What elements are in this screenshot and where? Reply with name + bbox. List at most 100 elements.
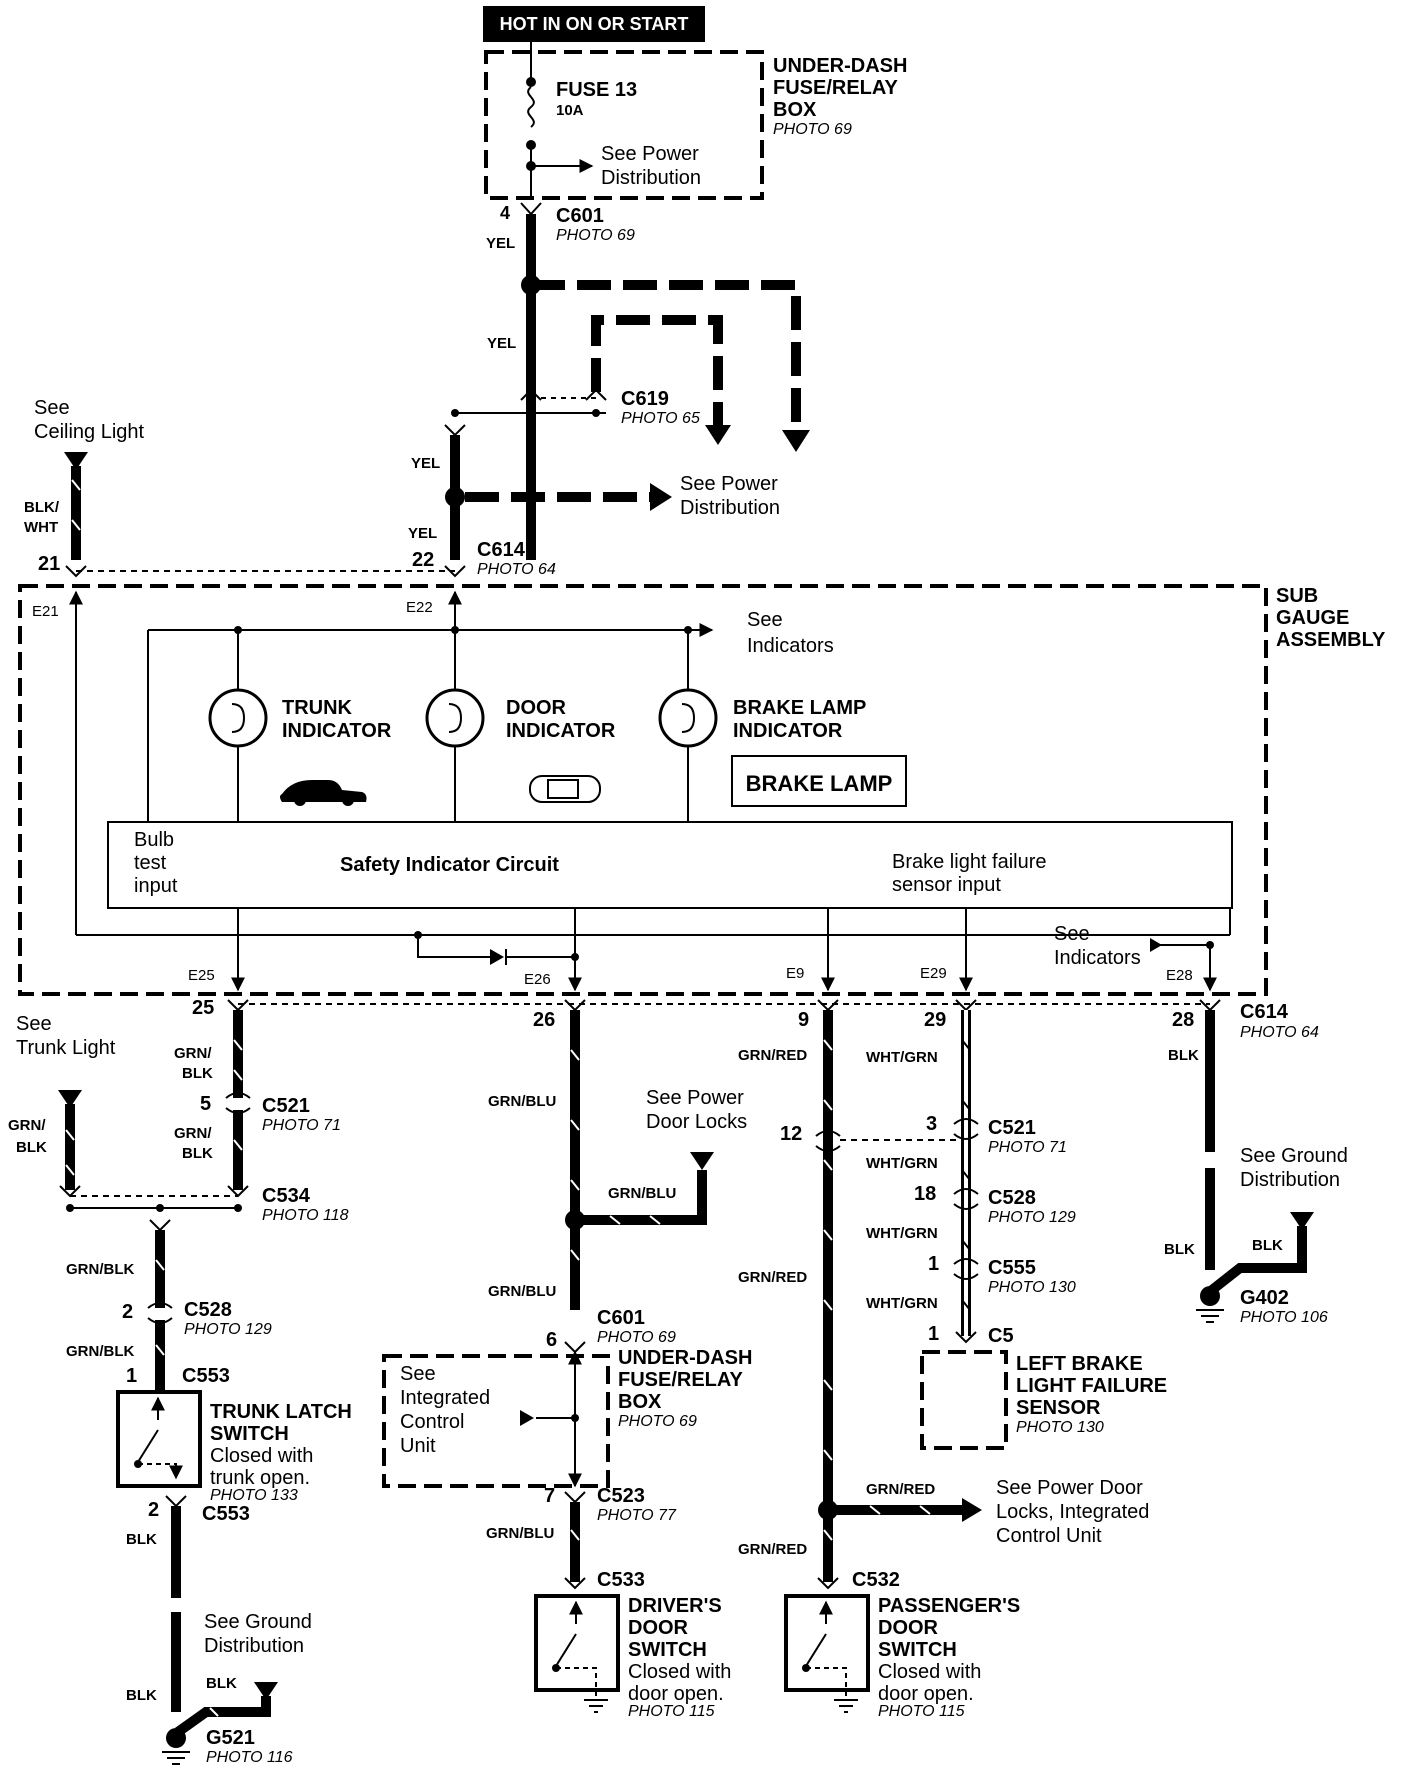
fuse-box-outline bbox=[484, 50, 764, 200]
see-indicators-text: Indicators bbox=[747, 635, 834, 657]
see-icu-text: Integrated bbox=[400, 1387, 490, 1409]
see-power-text: See Power bbox=[601, 143, 699, 165]
terminal-label: E9 bbox=[786, 965, 804, 982]
switch-desc: door open. bbox=[878, 1683, 974, 1705]
wire-color: BLK bbox=[16, 1139, 47, 1156]
terminal-label: E22 bbox=[406, 599, 433, 616]
indicator-label: DOOR bbox=[506, 697, 567, 719]
fuse-box-title: BOX bbox=[618, 1391, 662, 1413]
fuse-box-title: UNDER-DASH bbox=[773, 55, 907, 77]
pin-number: 5 bbox=[200, 1093, 211, 1115]
switch-desc: Closed with bbox=[210, 1445, 313, 1467]
switch-desc: Closed with bbox=[628, 1661, 731, 1683]
photo-ref: PHOTO 130 bbox=[988, 1279, 1076, 1296]
wire-color: WHT/GRN bbox=[866, 1049, 938, 1066]
fuse-box-title: UNDER-DASH bbox=[618, 1347, 752, 1369]
see-power-locks-text: Locks, Integrated bbox=[996, 1501, 1149, 1523]
pin-number: 1 bbox=[126, 1365, 137, 1387]
assembly-title: GAUGE bbox=[1276, 607, 1349, 629]
wire-color: BLK bbox=[126, 1531, 157, 1548]
wire-color: YEL bbox=[411, 455, 440, 472]
connector-label: C521 bbox=[262, 1095, 310, 1117]
ground-g402-circuit: BLK See Ground Distribution BLK BLK G402… bbox=[1164, 1010, 1348, 1326]
switch-desc: Closed with bbox=[878, 1661, 981, 1683]
photo-ref: PHOTO 106 bbox=[1240, 1309, 1328, 1326]
driver-door-circuit: GRN/BLU See Power Door Locks GRN/BLU GRN… bbox=[382, 1010, 752, 1720]
car-door-icon bbox=[529, 775, 601, 803]
connector-label: C523 bbox=[597, 1485, 645, 1507]
photo-ref: PHOTO 64 bbox=[477, 561, 556, 578]
connector-label: C601 bbox=[556, 205, 604, 227]
brake-lamp-box bbox=[731, 755, 907, 807]
brake-sensor-circuit: WHT/GRN 3 C521 PHOTO 71 WHT/GRN 18 C528 … bbox=[866, 1010, 1167, 1450]
wire-color: BLK bbox=[1252, 1237, 1283, 1254]
wire-color: GRN/BLU bbox=[608, 1185, 676, 1202]
bulb-icon bbox=[208, 688, 268, 748]
wire-color: GRN/BLK bbox=[66, 1343, 134, 1360]
pin-number: 1 bbox=[928, 1253, 939, 1275]
circuit-text: sensor input bbox=[892, 874, 1001, 896]
wire-color: BLK/ bbox=[24, 499, 60, 516]
terminal-label: E25 bbox=[188, 967, 215, 984]
see-power-text: Distribution bbox=[680, 497, 780, 519]
indicator-label: INDICATOR bbox=[733, 720, 843, 742]
ground-label: G402 bbox=[1240, 1287, 1289, 1309]
wire-color: GRN/RED bbox=[738, 1047, 807, 1064]
wire-color: GRN/BLU bbox=[486, 1525, 554, 1542]
fuse-box-title: BOX bbox=[773, 99, 817, 121]
terminal-label: E29 bbox=[920, 965, 947, 982]
see-ceiling-text: See bbox=[34, 397, 70, 419]
bulb-icon bbox=[658, 688, 718, 748]
sensor-title: LIGHT FAILURE bbox=[1016, 1375, 1167, 1397]
switch-title: DOOR bbox=[878, 1617, 939, 1639]
switch-title: DOOR bbox=[628, 1617, 689, 1639]
ground-point bbox=[166, 1728, 186, 1748]
photo-ref: PHOTO 115 bbox=[878, 1703, 965, 1720]
photo-ref: PHOTO 69 bbox=[597, 1329, 676, 1346]
switch-title: SWITCH bbox=[210, 1423, 289, 1445]
fuse-label: FUSE 13 bbox=[556, 79, 637, 101]
pin-number: 29 bbox=[924, 1009, 946, 1031]
photo-ref: PHOTO 129 bbox=[184, 1321, 272, 1338]
terminal-label: E26 bbox=[524, 971, 551, 988]
optional-feed bbox=[591, 315, 723, 425]
wire-color: WHT/GRN bbox=[866, 1295, 938, 1312]
see-ground-text: Distribution bbox=[1240, 1169, 1340, 1191]
wire-color: WHT bbox=[24, 519, 58, 536]
connector-label: C614 bbox=[1240, 1001, 1289, 1023]
pin-number: 12 bbox=[780, 1123, 802, 1145]
connector-label: C619 bbox=[621, 388, 669, 410]
pin-number: 28 bbox=[1172, 1009, 1194, 1031]
wire-color: GRN/ bbox=[174, 1125, 212, 1142]
pin-number: 2 bbox=[122, 1301, 133, 1323]
connector-label: C528 bbox=[184, 1299, 232, 1321]
down-arrow bbox=[705, 425, 731, 445]
safety-indicator-circuit bbox=[107, 821, 1233, 909]
pin-number: 3 bbox=[926, 1113, 937, 1135]
wire-color: WHT/GRN bbox=[866, 1155, 938, 1172]
see-icu-text: Unit bbox=[400, 1435, 436, 1457]
wire-color: GRN/BLU bbox=[488, 1093, 556, 1110]
circuit-text: input bbox=[134, 875, 178, 897]
door-indicator: DOOR INDICATOR bbox=[425, 630, 616, 822]
see-ceiling-text: Ceiling Light bbox=[34, 421, 145, 443]
photo-ref: PHOTO 115 bbox=[628, 1703, 715, 1720]
see-icu-text: See bbox=[400, 1363, 436, 1385]
see-indicators-text: Indicators bbox=[1054, 947, 1141, 969]
trunk-latch-circuit: GRN/ BLK 5 C521 PHOTO 71 GRN/ BLK See Tr… bbox=[8, 1010, 352, 1766]
fuse-rating: 10A bbox=[556, 102, 584, 119]
see-indicators-text: See bbox=[747, 609, 783, 631]
pin-number: 18 bbox=[914, 1183, 936, 1205]
ground-label: G521 bbox=[206, 1727, 255, 1749]
pin-number: 6 bbox=[546, 1329, 557, 1351]
connector-label: C553 bbox=[202, 1503, 250, 1525]
terminal-label: E21 bbox=[32, 603, 59, 620]
passenger-door-circuit: GRN/RED 12 GRN/RED GRN/RED See Power Doo… bbox=[738, 1010, 1149, 1720]
see-trunk-text: See bbox=[16, 1013, 52, 1035]
see-ground-text: See Ground bbox=[204, 1611, 312, 1633]
wire-color: GRN/ bbox=[8, 1117, 46, 1134]
circuit-text: Bulb bbox=[134, 829, 174, 851]
switch-title: DRIVER'S bbox=[628, 1595, 722, 1617]
bulb-icon bbox=[425, 688, 485, 748]
